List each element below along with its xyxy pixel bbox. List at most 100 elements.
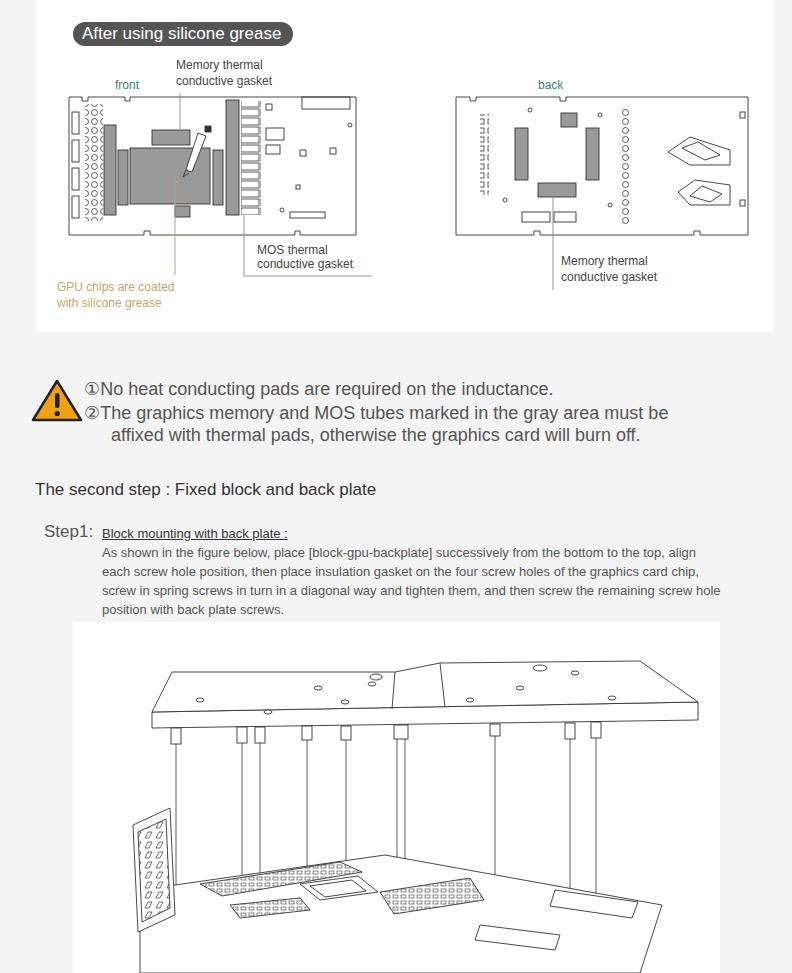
front-board xyxy=(205,126,211,132)
water-block xyxy=(237,727,247,743)
leader-line xyxy=(244,215,245,276)
water-block xyxy=(341,726,351,740)
badge-text: After using silicone grease xyxy=(82,22,284,46)
graphics-card xyxy=(133,808,175,932)
water-block xyxy=(516,686,524,690)
front-board xyxy=(330,148,336,154)
graphics-card xyxy=(138,819,170,922)
graphics-card xyxy=(230,898,310,918)
front-board xyxy=(118,150,128,205)
front-board xyxy=(302,97,350,109)
step-title: Block mounting with back plate : xyxy=(102,526,288,542)
water-block xyxy=(394,725,408,739)
front-board xyxy=(296,185,300,189)
leader-line xyxy=(180,93,553,290)
step-number: Step1: xyxy=(44,521,93,543)
graphics-card xyxy=(140,855,662,973)
back-board xyxy=(740,112,745,118)
warning-note: ①No heat conducting pads are required on… xyxy=(84,378,764,400)
leader-line xyxy=(180,93,181,131)
front-board xyxy=(104,125,116,215)
instruction-text: As shown in the figure below, place [blo… xyxy=(102,543,722,619)
water-block xyxy=(314,686,322,690)
front-board xyxy=(290,212,325,218)
callout-label: GPU chips are coated with silicone greas… xyxy=(57,279,197,311)
water-block xyxy=(440,663,445,707)
warning-icon xyxy=(33,381,81,420)
step-number: Step1: xyxy=(44,521,93,543)
section-badge: After using silicone grease xyxy=(73,22,293,46)
warning-note: ②The graphics memory and MOS tubes marke… xyxy=(84,402,704,446)
front-board xyxy=(266,104,272,110)
front-board xyxy=(280,208,284,212)
warning-note: ①No heat conducting pads are required on… xyxy=(84,378,764,400)
back-board xyxy=(538,183,576,197)
callout-label: Memory thermal conductive gasket xyxy=(561,253,679,285)
back-board xyxy=(678,180,730,205)
water-block xyxy=(591,722,601,738)
front-board xyxy=(213,150,223,205)
water-block xyxy=(392,672,395,709)
back-board xyxy=(515,128,528,180)
step-title: Block mounting with back plate : xyxy=(102,526,288,542)
graphics-card xyxy=(380,878,484,914)
front-board xyxy=(72,112,79,134)
callout-label: Memory thermal conductive gasket xyxy=(176,57,288,89)
back-board xyxy=(522,212,550,222)
step-heading: The second step : Fixed block and back p… xyxy=(35,479,376,501)
back-board xyxy=(456,97,748,235)
back-board xyxy=(740,200,745,206)
callout-label: MOS thermal conductive gasket xyxy=(257,243,375,271)
front-board xyxy=(348,123,352,127)
back-board xyxy=(528,108,532,112)
water-block xyxy=(255,727,265,743)
back-board xyxy=(586,128,599,180)
top-panel xyxy=(36,0,773,332)
graphics-card xyxy=(550,890,638,918)
graphics-card xyxy=(133,808,662,973)
front-board xyxy=(72,196,79,218)
instruction-text: As shown in the figure below, place [blo… xyxy=(102,543,722,619)
view-label: front xyxy=(115,78,139,93)
water-block xyxy=(490,724,500,736)
callout-label: MOS thermal conductive gasket xyxy=(257,243,375,271)
back-board xyxy=(503,198,507,202)
water-block xyxy=(571,671,579,675)
front-board xyxy=(175,206,190,217)
water-block xyxy=(152,661,698,744)
front-board xyxy=(226,100,239,215)
warning-icon xyxy=(55,393,60,408)
leader-line xyxy=(553,198,554,290)
view-label: front xyxy=(115,78,139,93)
callout-label: Memory thermal conductive gasket xyxy=(561,253,679,285)
warning-note: ②The graphics memory and MOS tubes marke… xyxy=(84,402,704,446)
figure-panel xyxy=(73,622,720,973)
back-board xyxy=(554,212,576,222)
back-board xyxy=(621,108,630,225)
water-block xyxy=(302,726,312,740)
warning-icon xyxy=(55,411,60,416)
warning-icon xyxy=(33,381,81,420)
water-block xyxy=(608,696,616,700)
water-block xyxy=(565,723,575,739)
water-block xyxy=(264,710,272,714)
back-board xyxy=(456,97,748,235)
view-label: back xyxy=(538,78,563,93)
front-board xyxy=(152,130,190,145)
back-board xyxy=(608,203,612,207)
front-board xyxy=(300,150,306,156)
front-board xyxy=(266,128,284,140)
step-heading: The second step : Fixed block and back p… xyxy=(35,479,376,501)
water-block xyxy=(171,728,181,744)
front-board xyxy=(72,140,79,162)
graphics-card xyxy=(310,880,366,897)
water-block xyxy=(370,674,382,680)
leader-line xyxy=(244,276,372,277)
water-block xyxy=(341,700,349,704)
callout-label: Memory thermal conductive gasket xyxy=(176,57,288,89)
grease-leader-line xyxy=(175,176,176,275)
front-board xyxy=(85,104,103,221)
back-board xyxy=(668,137,730,165)
callout-label: GPU chips are coated with silicone greas… xyxy=(57,279,197,311)
water-block xyxy=(533,665,547,671)
